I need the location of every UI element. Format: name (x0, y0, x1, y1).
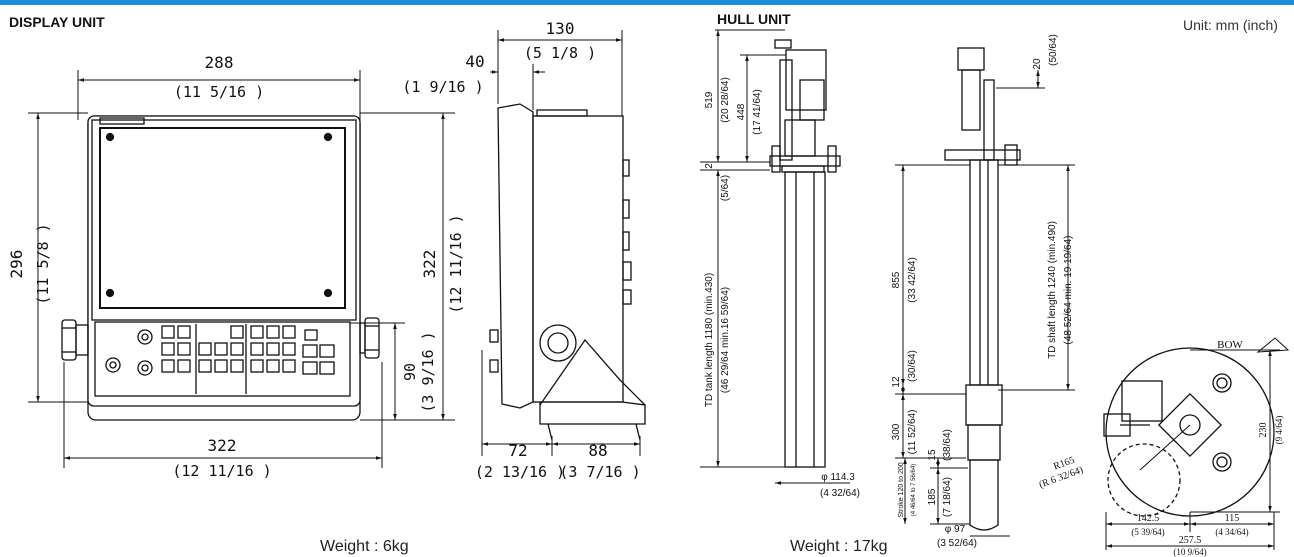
dim-72: 72 (508, 441, 527, 460)
display-front-view (61, 115, 380, 421)
bow-label: BOW (1217, 339, 1243, 351)
dim-322-width-in: (12 11/16 ) (172, 462, 271, 480)
dim-300-in: (11 52/64) (907, 410, 918, 455)
dim-257-5-in: (10 9/64) (1173, 547, 1206, 557)
top-accent-bar (0, 0, 1294, 5)
dim-288-in: (11 5/16 ) (174, 83, 264, 101)
hull-right-shaft (969, 159, 999, 386)
dim-40-in: (1 9/16 ) (402, 78, 483, 96)
right-bracket-knob (364, 317, 380, 359)
phi-97: φ 97 (945, 524, 966, 535)
hull-right-flange (944, 149, 1021, 161)
dim-12: 12 (891, 376, 902, 388)
hull-left-tank (784, 171, 826, 468)
dim-448: 448 (736, 103, 747, 120)
phi-97-in: (3 52/64) (937, 538, 977, 549)
dim-185: 185 (927, 488, 938, 505)
dim-855: 855 (891, 271, 902, 288)
hull-right-transducer (969, 459, 999, 531)
dim-142-5: 142.5 (1137, 513, 1160, 524)
dim-142-5-in: (5 39/64) (1131, 527, 1164, 537)
side-bracket-knob (539, 324, 577, 362)
dim-448-in: (17 41/64) (752, 89, 763, 135)
hull-unit-title: HULL UNIT (717, 11, 791, 27)
dim-230: 230 (1258, 423, 1269, 438)
dim-519: 519 (704, 91, 715, 108)
hull-weight: Weight : 17kg (790, 538, 888, 555)
phi-114-in: (4 32/64) (820, 488, 860, 499)
dim-72-in: (2 13/16 ) (475, 463, 565, 481)
stroke-label-in: (4 46/64 to 7 56/64) (911, 464, 917, 516)
unit-note: Unit: mm (inch) (1183, 17, 1278, 33)
dim-855-in: (33 42/64) (907, 257, 918, 303)
dim-130: 130 (546, 19, 575, 38)
dim-257-5: 257.5 (1179, 535, 1202, 546)
dim-15-in: (38/64) (942, 429, 953, 461)
dim-322-height: 322 (420, 250, 439, 279)
top-view-flange-circle (1105, 347, 1275, 517)
dim-90-in: (3 9/16 ) (419, 331, 437, 412)
display-unit-title: DISPLAY UNIT (9, 14, 105, 30)
keypad-panel (94, 321, 351, 397)
hull-top-view (1103, 347, 1275, 517)
dim-20: 20 (1032, 58, 1043, 70)
hull-left-view (769, 39, 841, 468)
dim-300: 300 (891, 423, 902, 440)
dim-15: 15 (927, 449, 938, 461)
shaft-length: TD shaft length 1240 (min.490) (1047, 221, 1058, 359)
tank-length: TD tank length 1180 (min.430) (704, 273, 715, 407)
dim-88: 88 (588, 441, 607, 460)
dim-2-in: (5/64) (720, 175, 731, 201)
display-led-strip (99, 117, 145, 125)
dim-296-in: (11 5/8 ) (34, 223, 52, 304)
dim-288: 288 (205, 53, 234, 72)
stroke-label: Stroke 120 to 200 (898, 462, 905, 517)
dim-185-in: (7 18/64) (942, 477, 953, 517)
dim-230-in: (9 4/64) (1274, 416, 1284, 445)
dim-88-in: (3 7/16 ) (559, 463, 640, 481)
display-screen (99, 127, 346, 309)
dim-12-in: (30/64) (907, 350, 918, 382)
dim-115: 115 (1225, 513, 1240, 524)
dim-322-width: 322 (208, 436, 237, 455)
left-bracket-knob (61, 319, 77, 361)
hull-right-view (944, 47, 1021, 531)
tank-length-in: (46 29/64 min.16 59/64) (720, 287, 731, 393)
phi-114: φ 114.3 (821, 472, 855, 483)
shaft-length-in: (48 52/64 min. 19 19/64) (1063, 236, 1074, 345)
dim-296: 296 (7, 250, 26, 279)
side-base (539, 401, 646, 425)
display-side-view (489, 103, 646, 441)
dim-2: 2 (704, 163, 715, 169)
dim-519-in: (20 28/64) (720, 77, 731, 123)
display-housing (87, 115, 361, 407)
dim-130-in: (5 1/8 ) (524, 44, 596, 62)
dim-40: 40 (465, 52, 484, 71)
dim-115-in: (4 34/64) (1215, 527, 1248, 537)
dim-20-in: (50/64) (1048, 34, 1059, 66)
display-weight: Weight : 6kg (320, 538, 409, 555)
dim-90: 90 (401, 363, 419, 381)
dim-322-height-in: (12 11/16 ) (447, 214, 465, 313)
